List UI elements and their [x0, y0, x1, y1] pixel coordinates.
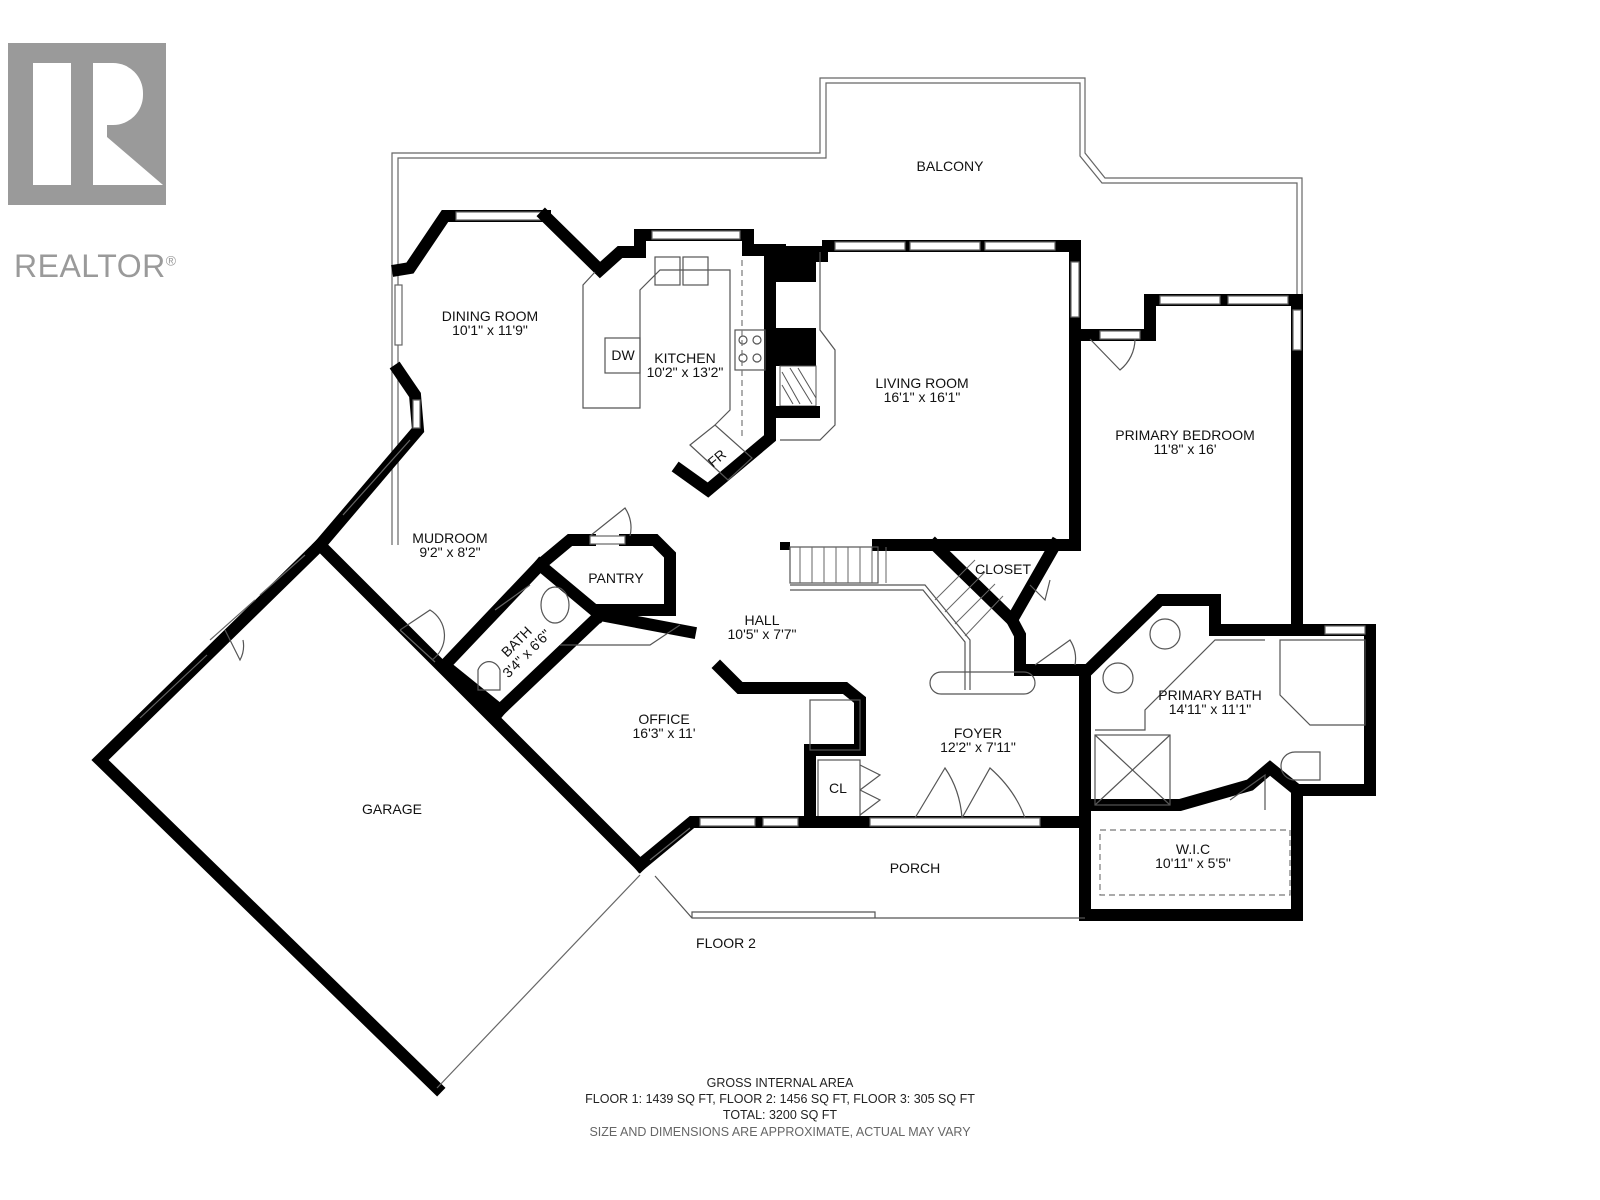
foyer-label: FOYER	[954, 725, 1002, 741]
realtor-wordmark: REALTOR®	[14, 248, 177, 284]
office-label: OFFICE	[638, 711, 689, 727]
fridge-label: FR	[704, 446, 729, 470]
closet-label: CLOSET	[975, 561, 1031, 577]
wic-size: 10'11" x 5'5"	[1155, 855, 1231, 871]
living-room-size: 16'1" x 16'1"	[884, 389, 961, 405]
garage-label: GARAGE	[362, 801, 422, 817]
footer-floors: FLOOR 1: 1439 SQ FT, FLOOR 2: 1456 SQ FT…	[585, 1092, 975, 1106]
footer-total: TOTAL: 3200 SQ FT	[722, 1108, 838, 1122]
dining-room-size: 10'1" x 11'9"	[452, 322, 528, 338]
primary-bedroom-size: 11'8" x 16'	[1154, 441, 1217, 457]
dining-walls	[311, 210, 551, 554]
footer-disclaimer: SIZE AND DIMENSIONS ARE APPROXIMATE, ACT…	[589, 1125, 971, 1139]
kitchen-size: 10'2" x 13'2"	[647, 364, 724, 380]
balcony-label: BALCONY	[917, 158, 985, 174]
porch-label: PORCH	[890, 860, 941, 876]
kitchen-walls	[536, 207, 836, 498]
wic-label: W.I.C	[1176, 841, 1210, 857]
realtor-logo: REALTOR®	[8, 43, 176, 284]
bath-pantry-walls	[436, 507, 698, 719]
footer-title: GROSS INTERNAL AREA	[706, 1076, 854, 1090]
primary-bath-label: PRIMARY BATH	[1158, 687, 1261, 703]
living-room-label: LIVING ROOM	[875, 375, 968, 391]
foyer-size: 12'2" x 7'11"	[940, 739, 1016, 755]
garage-walls	[91, 536, 649, 1097]
primary-bedroom-walls	[1069, 294, 1303, 636]
balcony-outline	[391, 77, 1303, 545]
primary-bedroom-label: PRIMARY BEDROOM	[1115, 427, 1255, 443]
room-labels: BALCONY DINING ROOM 10'1" x 11'9" KITCHE…	[362, 158, 1262, 951]
hall-label: HALL	[744, 612, 779, 628]
realtor-r-logo-icon	[8, 43, 166, 205]
porch-outline	[654, 875, 1085, 919]
office-foyer-walls	[631, 659, 1086, 874]
floor-label: FLOOR 2	[696, 935, 756, 951]
mudroom-label: MUDROOM	[412, 530, 487, 546]
closet-stairs	[780, 536, 1081, 695]
office-size: 16'3" x 11'	[633, 725, 696, 741]
primary-bath-walls	[1079, 594, 1376, 921]
primary-bath-size: 14'11" x 11'1"	[1169, 701, 1252, 717]
living-room-walls	[822, 240, 1081, 551]
mudroom-size: 9'2" x 8'2"	[419, 544, 480, 560]
hall-size: 10'5" x 7'7"	[728, 626, 797, 642]
pantry-label: PANTRY	[588, 570, 644, 586]
dishwasher-label: DW	[611, 347, 635, 363]
kitchen-label: KITCHEN	[654, 350, 715, 366]
dining-room-label: DINING ROOM	[442, 308, 538, 324]
cl-label: CL	[829, 780, 847, 796]
